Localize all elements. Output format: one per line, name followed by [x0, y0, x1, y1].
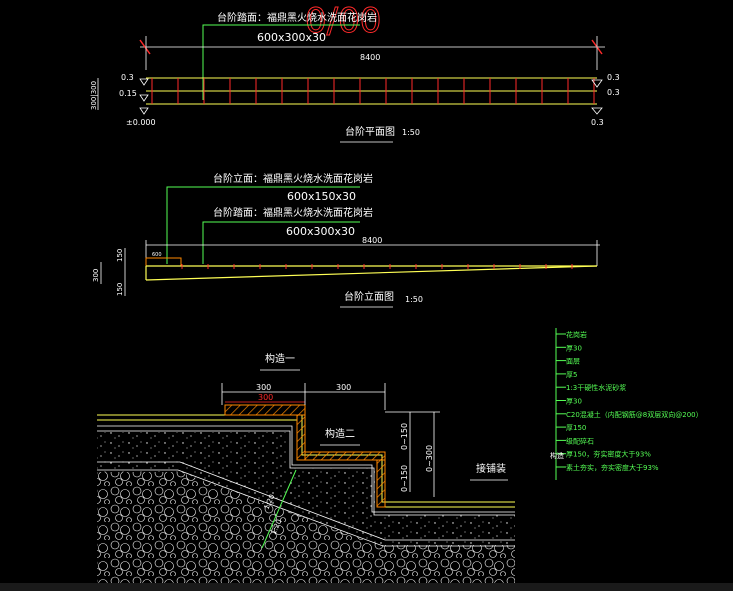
plan-level-top-left: 0.3 [121, 73, 134, 82]
elev-tread-label: 台阶踏面：福鼎黑火烧水洗面花岗岩 [213, 206, 373, 219]
plan-level-mid-right: 0.3 [607, 88, 620, 97]
elev-joints [181, 264, 573, 269]
plan-tread-size: 600x300x30 [257, 31, 326, 44]
plan-level-bottom-right: 0.3 [591, 118, 604, 127]
legend-item-4: 1:3干硬性水泥砂浆 [566, 383, 626, 392]
section-dim-0-300: 0~300 [425, 445, 434, 472]
elev-small-dim: 600 [152, 252, 162, 258]
plan-tread-label: 台阶踏面：福鼎黑火烧水洗面花岗岩 [217, 11, 377, 24]
section-dim-0-150-bottom: 0~150 [400, 465, 409, 492]
section-detail-two: 构造二 [325, 427, 355, 440]
legend-item-1: 厚30 [566, 344, 582, 352]
plan-total-length: 8400 [360, 53, 380, 62]
plan-level-top-right: 0.3 [607, 73, 620, 82]
section-detail-one: 构造一 [265, 352, 295, 365]
elev-riser-size: 600x150x30 [287, 190, 356, 203]
section-dim-300-c: 300 [336, 383, 351, 392]
plan-leader [202, 24, 360, 100]
section-stone-riser-2 [376, 459, 386, 508]
plan-watermark: 0/00 [305, 1, 381, 41]
plan-side-dim: 300|300 [90, 81, 98, 110]
plan-joints [151, 78, 595, 104]
plan-level-marker-1 [139, 78, 149, 86]
section-stone-lower [304, 451, 386, 461]
legend-item-5: 厚30 [566, 398, 582, 406]
legend-item-7: 厚150 [566, 424, 586, 432]
plan-level-marker-2 [139, 94, 149, 102]
section-stone-upper [224, 404, 306, 416]
elev-total-length: 8400 [362, 236, 382, 245]
elev-dim-150-bottom: 150 [116, 283, 124, 296]
elev-step-upper [145, 257, 182, 267]
legend-item-10: 素土夯实，夯实密度大于93% [566, 463, 659, 472]
plan-view: 0/00 台阶踏面：福鼎黑火烧水洗面花岗岩 600x300x30 8400 0.… [90, 1, 620, 143]
plan-level-zero: ±0.000 [126, 118, 156, 127]
plan-level-marker-4 [591, 79, 603, 88]
elev-scale: 1:50 [405, 295, 423, 304]
section-view: 300 300 300 0~150 0~300 0~150 构造一 构造二 接铺… [97, 352, 515, 583]
section-compacted-soil [97, 472, 515, 583]
legend-item-0: 花岗岩 [566, 330, 587, 339]
plan-level-marker-5 [591, 107, 603, 115]
legend-item-6: C20混凝土（内配钢筋@8双层双向@200） [566, 410, 703, 419]
elevation-view: 台阶立面：福鼎黑火烧水洗面花岗岩 600x150x30 台阶踏面：福鼎黑火烧水洗… [92, 172, 600, 308]
elev-ground-slope [145, 265, 598, 281]
elev-tread-size: 600x300x30 [286, 225, 355, 238]
section-gravel-top-2 [97, 469, 515, 547]
section-paving: 接铺装 [476, 462, 506, 475]
legend-item-8: 级配碎石 [566, 436, 594, 445]
elev-leader-tread [202, 221, 360, 264]
legend-note-label: 构造 [550, 451, 564, 460]
section-finish-line-4 [97, 430, 515, 516]
section-concrete-layer [97, 432, 515, 545]
legend-item-9: 厚150，夯实密度大于93% [566, 450, 651, 459]
section-dim-0-150-top: 0~150 [400, 423, 409, 450]
elev-dim-150-top: 150 [116, 249, 124, 262]
plan-level-mid-left: 0.15 [119, 89, 137, 98]
status-bar [0, 583, 733, 591]
elev-title: 台阶立面图 [344, 290, 394, 303]
elev-riser-label: 台阶立面：福鼎黑火烧水洗面花岗岩 [213, 172, 373, 185]
section-dim-300-b: 300 [258, 393, 273, 402]
plan-dim-tick-left [139, 39, 151, 55]
section-legend-leader [261, 469, 297, 549]
section-dim-300-a: 300 [256, 383, 271, 392]
elev-leader-riser [166, 186, 360, 264]
elev-dim-300: 300 [92, 269, 100, 282]
section-stone-riser-1 [296, 414, 306, 461]
legend-item-2: 面层 [566, 358, 580, 366]
plan-level-marker-3 [139, 107, 149, 115]
plan-title: 台阶平面图 [345, 125, 395, 138]
plan-scale: 1:50 [402, 128, 420, 137]
legend-item-3: 厚5 [566, 371, 577, 379]
section-finish-line-3 [97, 425, 515, 513]
